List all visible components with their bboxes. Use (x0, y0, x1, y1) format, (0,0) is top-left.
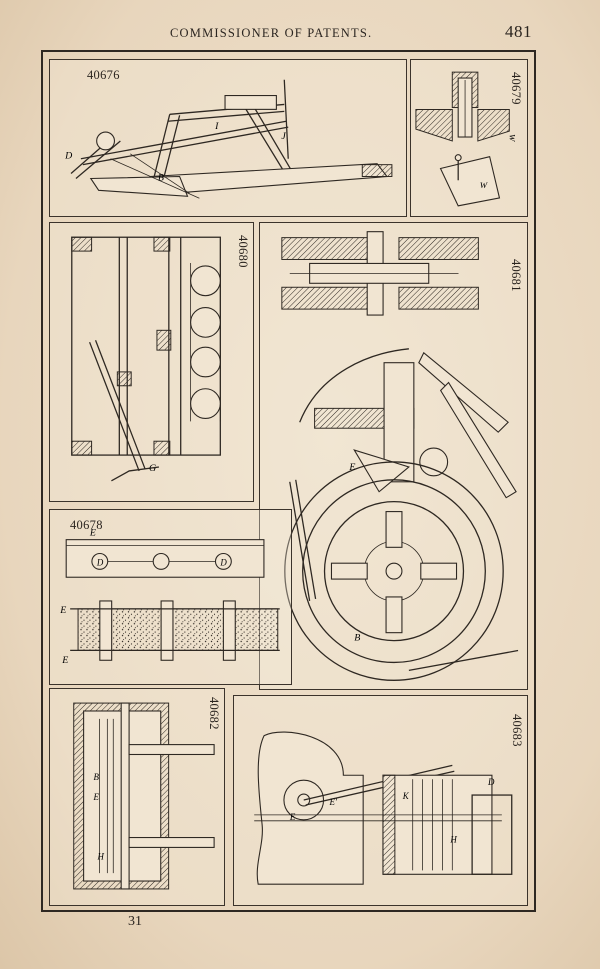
svg-text:D: D (96, 557, 104, 567)
svg-text:B: B (158, 172, 164, 183)
machine-frame-drawing: E E' K H D (254, 731, 513, 885)
figure-number: 40678 (70, 518, 103, 532)
svg-text:J: J (281, 131, 286, 142)
figure-40682-panel: 40682 B E H (49, 688, 225, 906)
svg-text:W: W (507, 134, 517, 143)
frame-drawing: B E H (73, 702, 215, 890)
svg-text:E: E (89, 528, 96, 539)
figure-40681-panel: 40681 (259, 222, 528, 690)
figure-40676-panel: 40676 D B (49, 59, 407, 217)
svg-text:E': E' (328, 797, 337, 807)
grinding-mill-drawing: E B (281, 231, 519, 681)
roller-press-drawing: G (71, 236, 221, 482)
figure-40679-panel: 40679 W W (410, 59, 528, 217)
svg-text:B: B (94, 772, 100, 782)
coupling-drawing: W W (415, 71, 517, 207)
svg-text:W: W (480, 180, 489, 190)
svg-text:B: B (354, 633, 360, 644)
seeder-drawing: D B I J (64, 79, 393, 199)
page-number: 481 (505, 22, 532, 41)
figure-40680-panel: 40680 (49, 222, 254, 502)
signature-mark: 31 (128, 914, 142, 929)
svg-text:E: E (59, 605, 66, 616)
running-head: COMMISSIONER OF PATENTS. (170, 26, 373, 40)
svg-text:H: H (96, 851, 104, 861)
svg-text:E: E (289, 812, 296, 822)
svg-text:D: D (219, 557, 227, 567)
svg-text:I: I (214, 121, 219, 132)
figure-40678-panel: 40678 E D D E E (49, 509, 292, 685)
svg-text:D: D (64, 151, 72, 162)
svg-text:G: G (149, 463, 156, 474)
svg-text:D: D (487, 777, 495, 787)
figure-number: 40676 (87, 68, 120, 82)
figure-40683-panel: 40683 E E' K H D (233, 695, 528, 906)
svg-text:E: E (93, 792, 100, 802)
sole-drawing: E D D E E (59, 528, 280, 666)
svg-text:E: E (61, 655, 68, 666)
svg-text:H: H (449, 835, 457, 845)
svg-text:E: E (348, 462, 355, 473)
plate-frame: 40676 D B (41, 50, 536, 912)
svg-text:K: K (402, 791, 410, 801)
